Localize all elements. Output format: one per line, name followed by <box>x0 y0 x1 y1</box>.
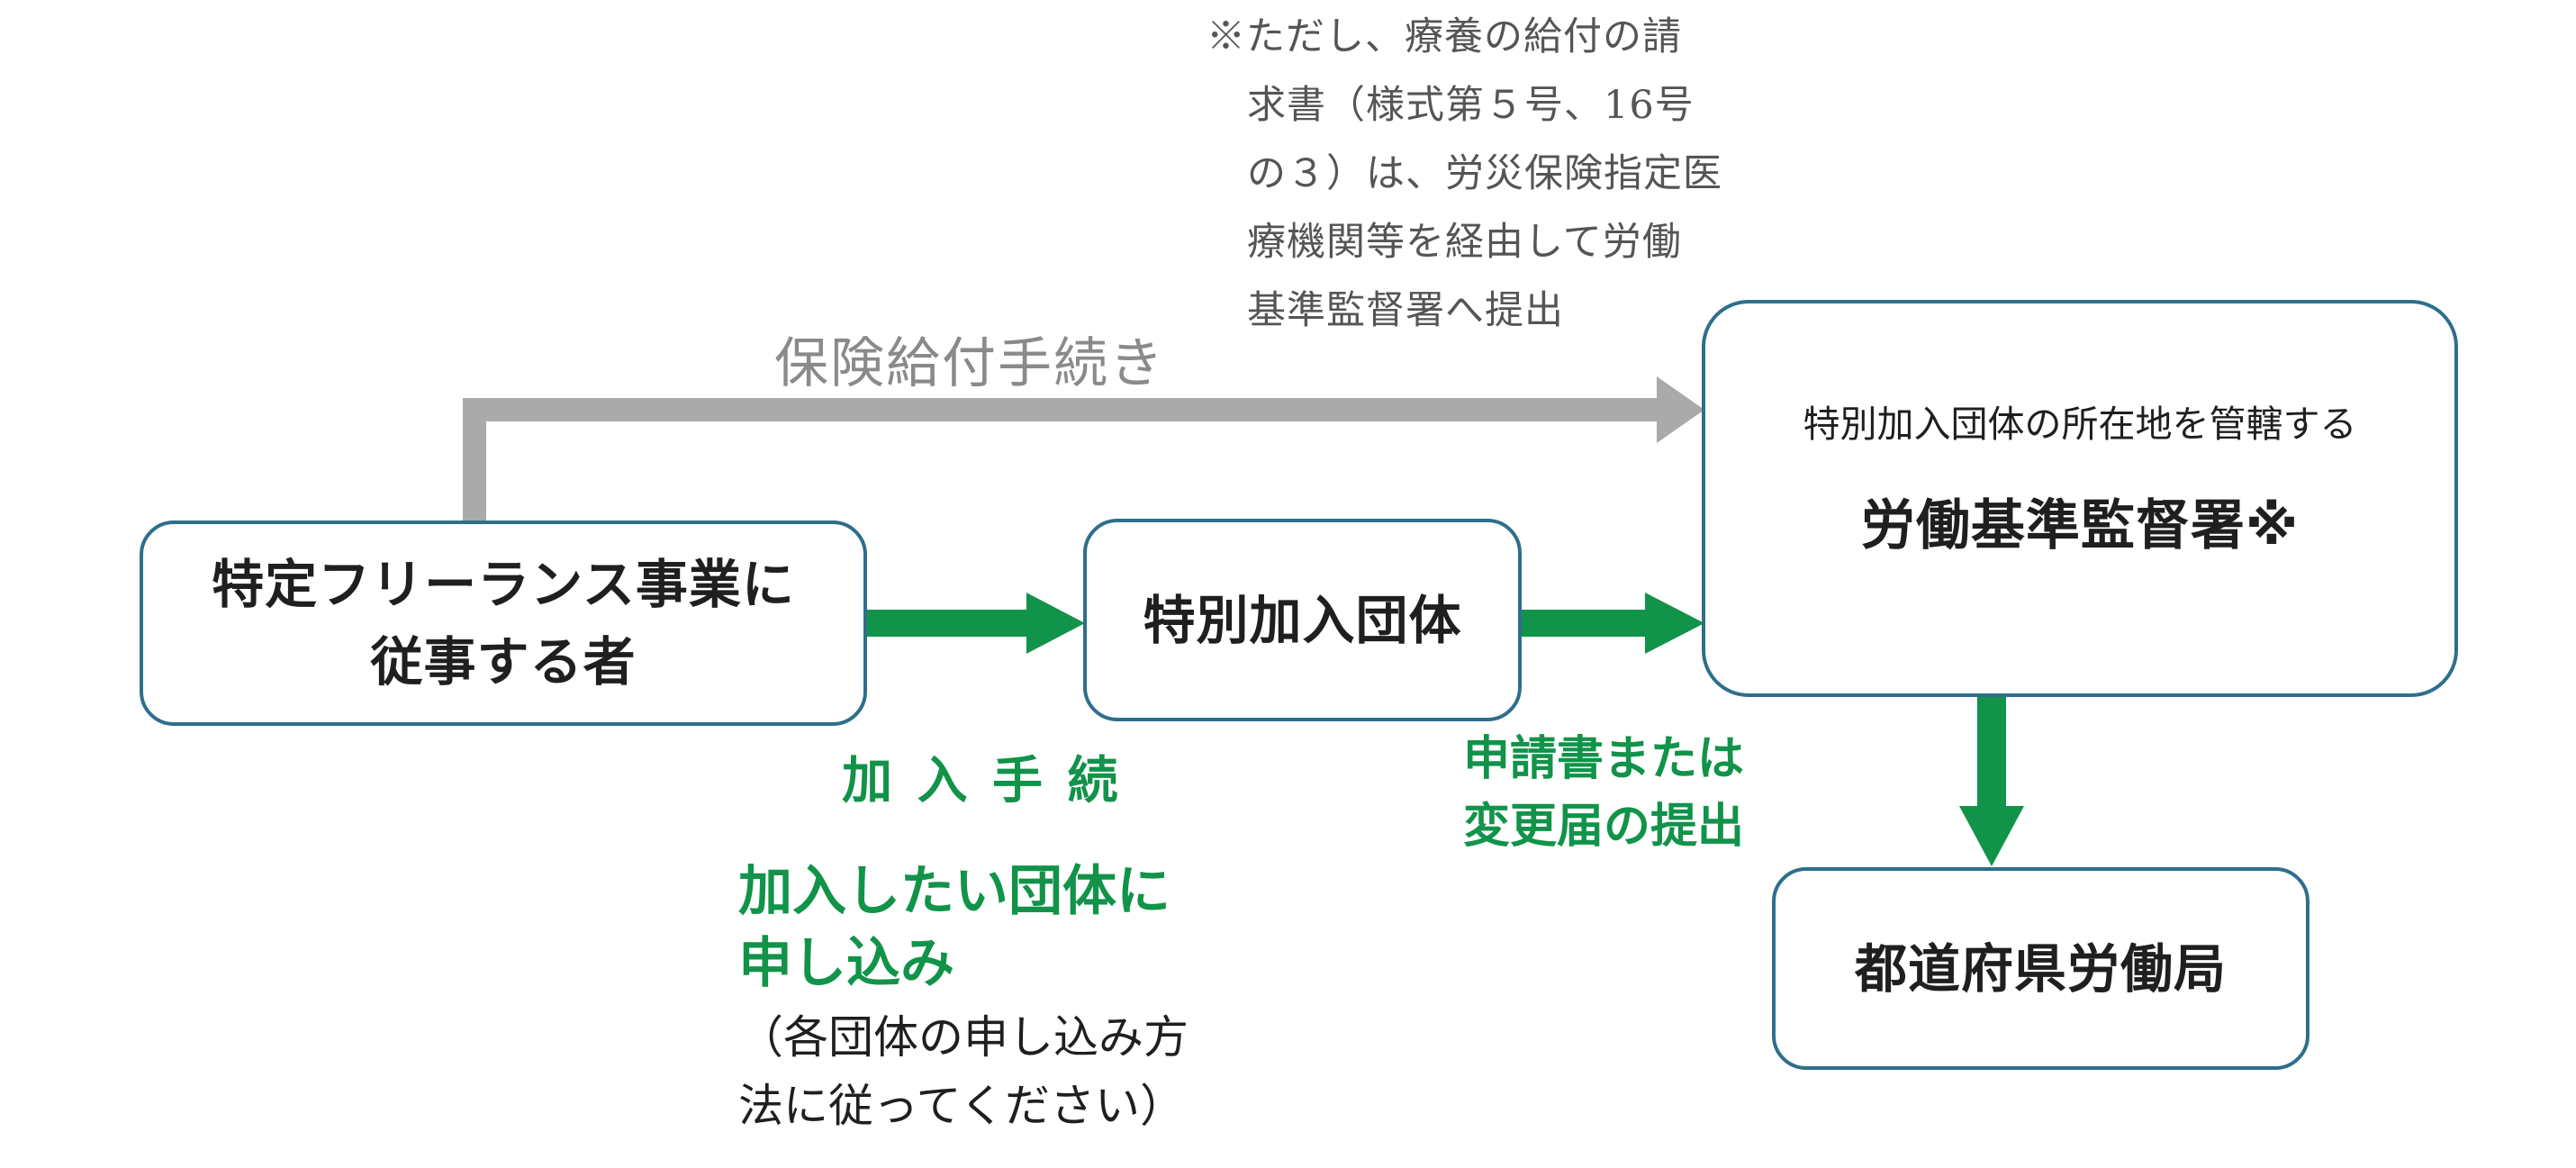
note-line: 基準監督署へ提出 <box>1247 288 1564 333</box>
prefectural-bureau-box: 都道府県労働局 <box>1772 867 2309 1070</box>
special-group-label: 特別加入団体 <box>1143 589 1462 651</box>
labor-office-title: 労働基準監督署※ <box>1860 493 2300 557</box>
note-line: 求書（様式第５号、16号 <box>1247 83 1695 128</box>
note-line: ※ただし、療養の給付の請 <box>1207 14 1682 59</box>
freelancer-box: 特定フリーランス事業に 従事する者 <box>140 521 867 726</box>
apply-note-line1: （各団体の申し込み方 <box>738 1011 1189 1064</box>
apply-note-line2: 法に従ってください） <box>738 1080 1185 1132</box>
freelancer-label-line1: 特定フリーランス事業に <box>212 554 795 615</box>
labor-office-subtitle: 特別加入団体の所在地を管轄する <box>1803 402 2357 446</box>
submit-label-line2: 変更届の提出 <box>1463 800 1745 854</box>
special-group-box: 特別加入団体 <box>1083 519 1522 721</box>
note-line: 療機関等を経由して労働 <box>1247 220 1682 265</box>
insurance-procedure-arrow <box>463 376 1704 522</box>
note-line: の３）は、労災保険指定医 <box>1247 151 1722 196</box>
insurance-procedure-label: 保険給付手続き <box>774 332 1165 395</box>
join-procedure-label: 加 入 手 続 <box>842 752 1122 810</box>
freelancer-label-line2: 従事する者 <box>370 631 637 693</box>
prefectural-bureau-label: 都道府県労働局 <box>1854 937 2227 1000</box>
labor-office-box: 特別加入団体の所在地を管轄する 労働基準監督署※ <box>1702 300 2458 697</box>
join-arrow <box>866 593 1085 654</box>
apply-label-line1: 加入したい団体に <box>738 860 1170 923</box>
report-arrow <box>1959 696 2024 866</box>
submit-label-line1: 申請書または <box>1463 732 1745 786</box>
apply-label-line2: 申し込み <box>738 932 954 995</box>
submit-arrow <box>1520 593 1704 654</box>
